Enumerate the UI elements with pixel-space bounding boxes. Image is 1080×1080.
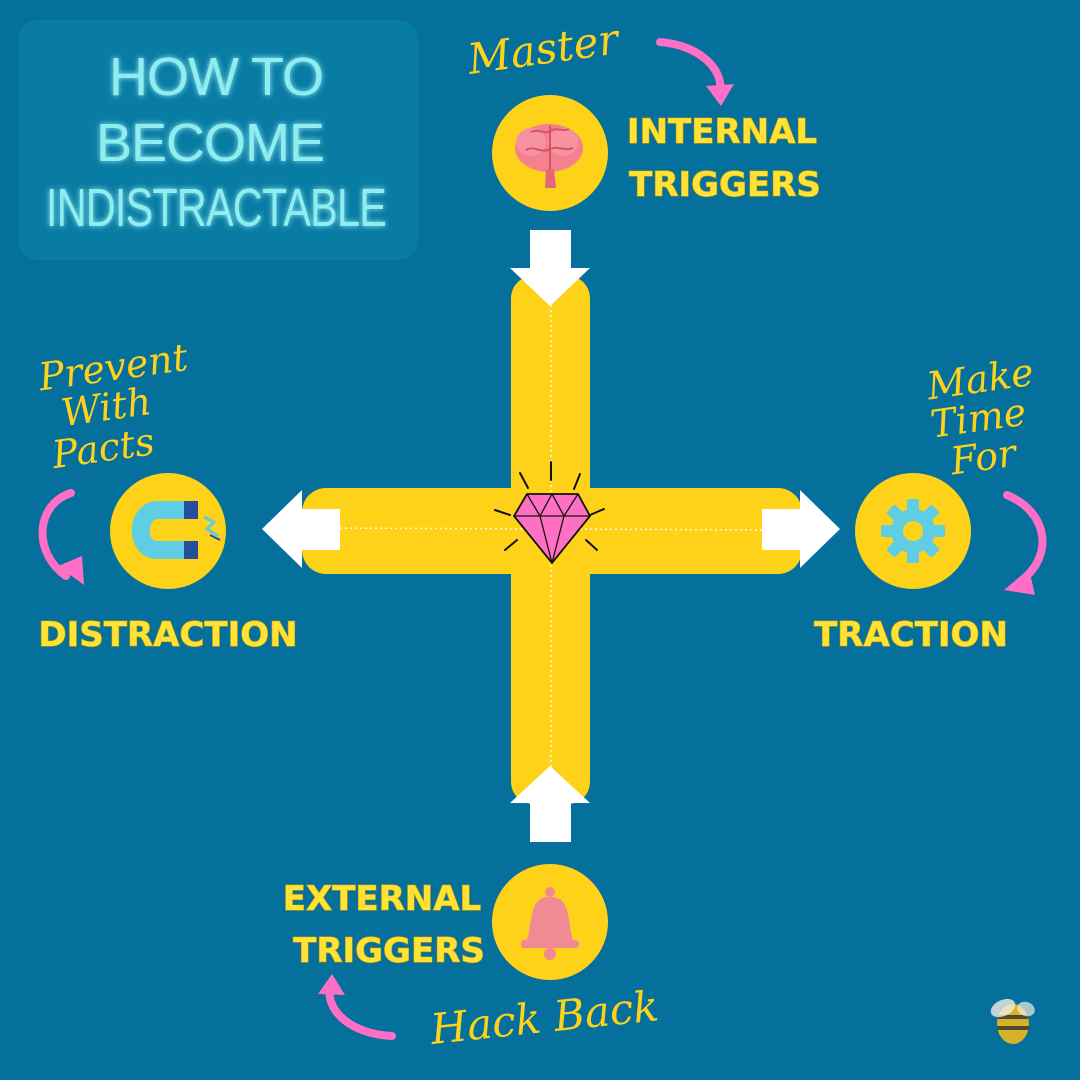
brain-icon <box>515 124 583 188</box>
arrow-down-from-internal <box>510 230 590 306</box>
external-curved-arrow <box>325 984 396 1040</box>
arrow-left-to-distraction <box>262 490 340 568</box>
distraction-curved-arrow <box>38 489 75 580</box>
traction-curved-arrow <box>1003 491 1047 584</box>
arrow-up-from-external <box>510 766 590 842</box>
diamond-icon <box>494 461 605 565</box>
title-line-2: BECOME <box>96 113 324 173</box>
internal-triggers-label-line-1: INTERNAL <box>627 112 817 152</box>
traction-label: TRACTION <box>814 615 1008 655</box>
external-triggers-note: Hack Back <box>427 981 661 1054</box>
distraction-node: DISTRACTION Prevent With Pacts <box>35 335 298 656</box>
traction-note-line-3: For <box>947 430 1022 483</box>
bell-icon <box>521 887 579 960</box>
bee-logo-icon <box>990 998 1035 1044</box>
external-triggers-node: EXTERNAL TRIGGERS Hack Back <box>282 864 661 1054</box>
traction-node: TRACTION Make Time For <box>813 350 1047 656</box>
title-panel: HOW TO BECOME INDISTRACTABLE <box>18 20 418 260</box>
gear-icon <box>881 499 945 563</box>
internal-triggers-label-line-2: TRIGGERS <box>629 165 821 205</box>
external-triggers-label-line-2: TRIGGERS <box>293 931 485 971</box>
magnet-icon <box>131 501 221 559</box>
title-line-1: HOW TO <box>109 47 323 107</box>
title-line-3: INDISTRACTABLE <box>46 178 386 238</box>
external-triggers-label-line-1: EXTERNAL <box>283 879 481 919</box>
arrow-right-to-traction <box>762 490 840 568</box>
distraction-label: DISTRACTION <box>38 615 297 655</box>
internal-triggers-note: Master <box>464 14 625 84</box>
internal-triggers-node: INTERNAL TRIGGERS Master <box>464 14 821 211</box>
internal-curved-arrow <box>656 38 725 96</box>
